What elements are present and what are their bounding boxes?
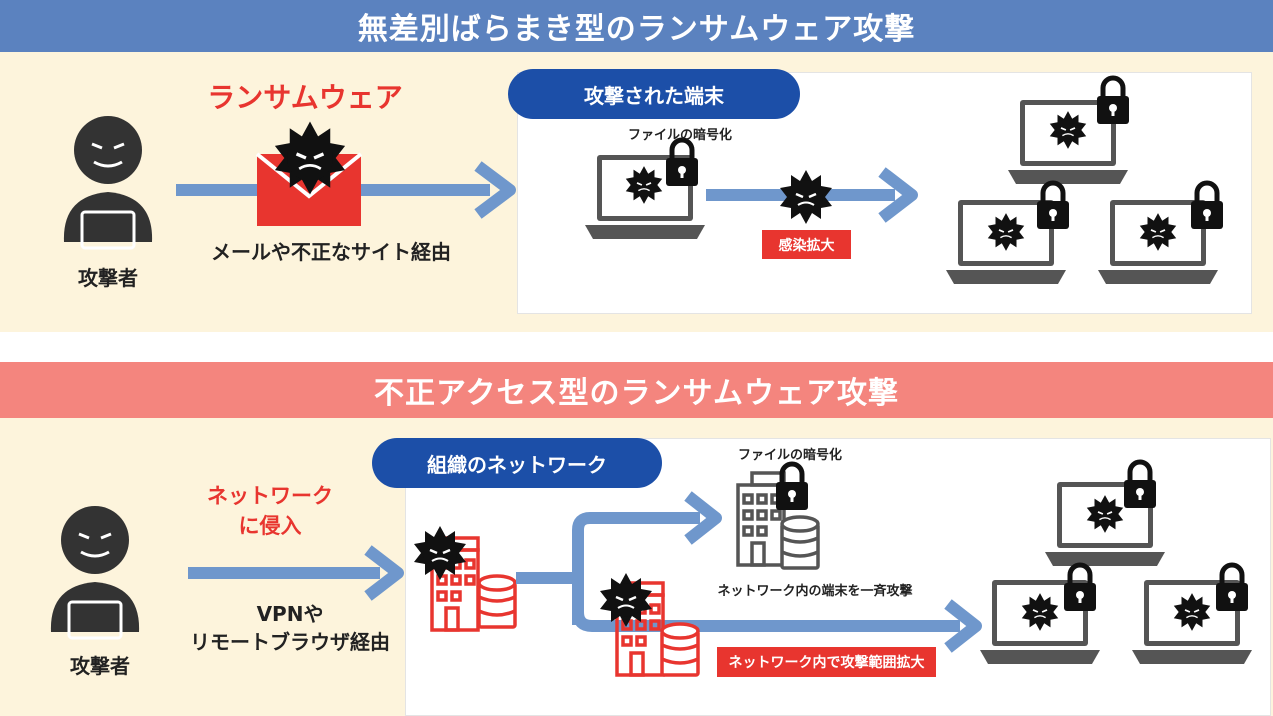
arrow-branch [516,491,982,653]
network-pill: 組織のネットワーク [372,438,662,488]
intrusion-label-line1: ネットワーク [207,484,333,508]
route-label-2-line1: VPNや [256,602,324,626]
lock-icon [1124,462,1156,508]
terminal-pill-label: 攻撃された端末 [584,83,724,108]
lock-icon [666,140,698,186]
attacker-label-1: 攻撃者 [78,266,138,290]
virus-icon [598,571,654,629]
virus-icon [778,168,834,226]
database-icon [477,574,517,629]
lock-icon [1216,565,1248,611]
route-label-1: メールや不正なサイト経由 [211,240,451,264]
encrypt-label-2: ファイルの暗号化 [737,448,842,463]
attacker-icon [62,114,154,250]
section1-title-band: 無差別ばらまき型のランサムウェア攻撃 [0,0,1273,52]
database-icon [660,622,700,677]
terminal-pill: 攻撃された端末 [508,69,800,119]
simultaneous-attack-label: ネットワーク内の端末を一斉攻撃 [717,584,913,599]
database-icon [780,515,820,570]
attacker-icon [49,504,141,640]
lock-icon [776,464,808,510]
route-label-2-line2: リモートブラウザ経由 [190,630,390,654]
lock-icon [1097,78,1129,124]
arrow-2 [188,545,404,601]
lock-icon [1037,183,1069,229]
section2-title-band: 不正アクセス型のランサムウェア攻撃 [0,362,1273,418]
expand-label: ネットワーク内で攻撃範囲拡大 [717,647,936,677]
section2-title: 不正アクセス型のランサムウェア攻撃 [374,376,899,411]
spread-label: 感染拡大 [762,230,851,259]
intrusion-label-line2: に侵入 [238,514,302,538]
section1-title: 無差別ばらまき型のランサムウェア攻撃 [357,12,916,47]
lock-icon [1064,565,1096,611]
lock-icon [1191,183,1223,229]
virus-icon [412,524,468,582]
encrypt-label-1: ファイルの暗号化 [627,128,732,143]
ransomware-label: ランサムウェア [207,81,403,114]
attacker-label-2: 攻撃者 [70,654,130,678]
network-pill-label: 組織のネットワーク [427,452,607,477]
